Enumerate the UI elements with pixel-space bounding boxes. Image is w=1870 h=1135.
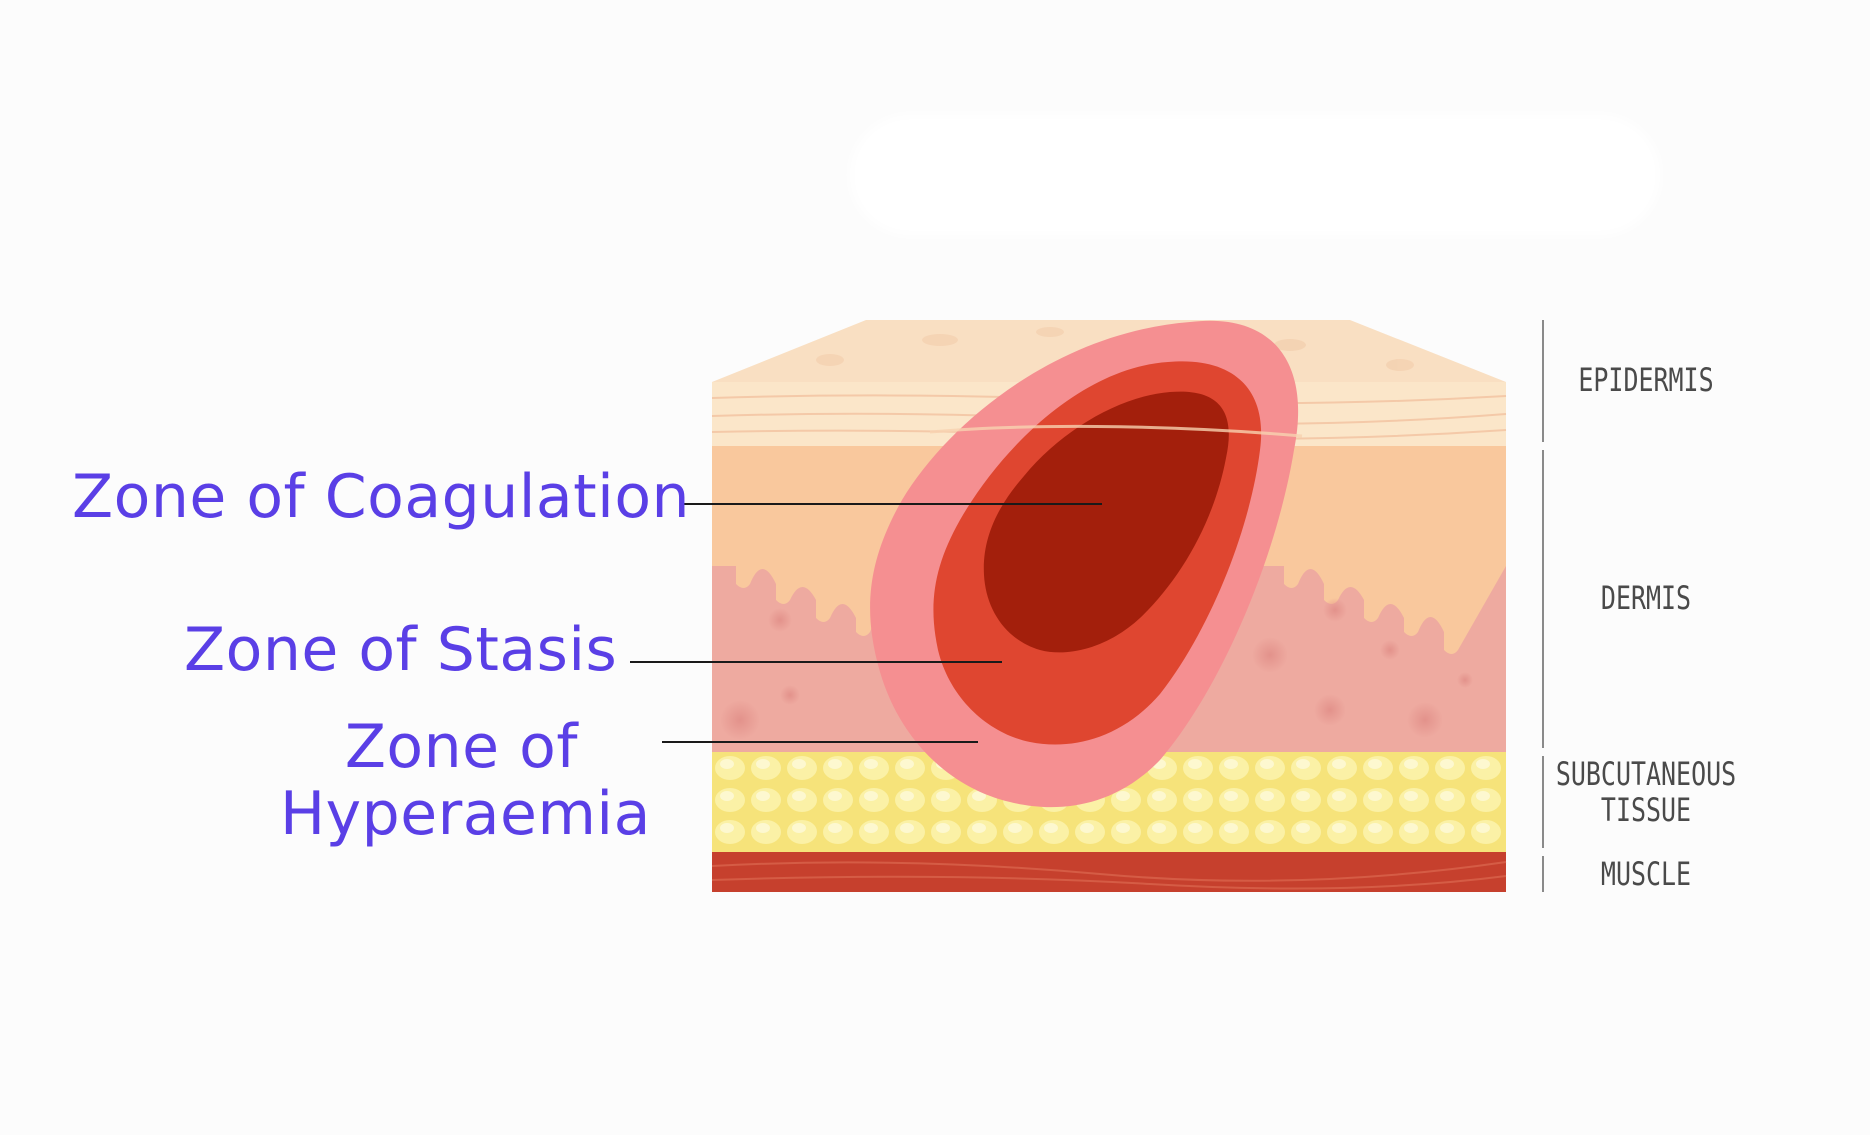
top-surface-spots (816, 327, 1414, 371)
subcutaneous-label-line2: TISSUE (1600, 791, 1692, 829)
dermis-label: DERMIS (1600, 579, 1692, 617)
zone-coagulation-label: Zone of Coagulation (72, 462, 691, 532)
epidermis-bracket (1542, 320, 1544, 442)
muscle-fibers (711, 861, 1507, 890)
subcutaneous-bracket (1542, 756, 1544, 848)
zone-hyperaemia-label-line1: Zone of (344, 712, 578, 782)
blank-title-area (850, 115, 1660, 235)
subcutaneous-label-line1: SUBCUTANEOUS (1555, 755, 1737, 793)
epidermis-burn-highlight (929, 424, 1303, 438)
muscle-layer (712, 852, 1506, 892)
dermis-spots (720, 598, 1473, 740)
dermis-bracket (1542, 450, 1544, 748)
muscle-bracket (1542, 856, 1544, 892)
zone-hyperaemia-label-line2: Hyperaemia (280, 779, 651, 849)
zone-stasis-label: Zone of Stasis (184, 615, 618, 685)
coagulation-zone-shape (983, 391, 1229, 653)
muscle-label: MUSCLE (1600, 855, 1692, 893)
epidermis-label: EPIDERMIS (1578, 361, 1714, 399)
